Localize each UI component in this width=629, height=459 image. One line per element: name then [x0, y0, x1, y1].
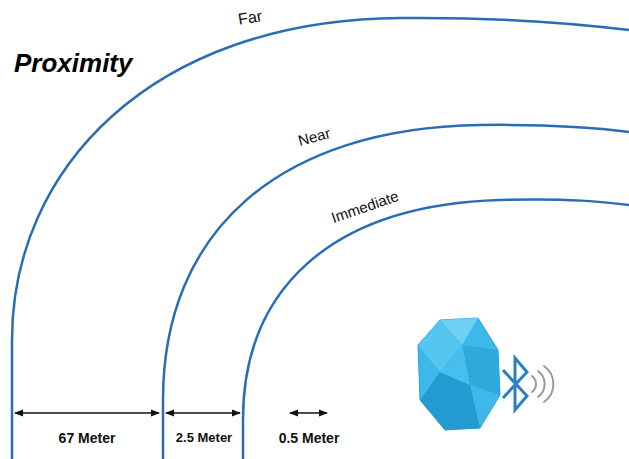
zone-label: Immediate: [329, 187, 401, 227]
zone-label: Near: [296, 124, 332, 150]
zone-label: Far: [237, 6, 264, 29]
dimension-label: 2.5 Meter: [176, 430, 232, 446]
near-zone-arc: [163, 125, 629, 459]
beacon-icon: [418, 318, 500, 430]
diagram-title: Proximity: [14, 48, 133, 79]
dimension-label: 0.5 Meter: [279, 430, 340, 447]
signal-waves: [532, 366, 553, 402]
dimension-arrow: [166, 412, 240, 413]
dimension-arrow: [290, 412, 327, 413]
far-zone-arc: [12, 18, 629, 459]
bluetooth-symbol: [503, 358, 527, 410]
dimension-label: 67 Meter: [59, 430, 116, 447]
immediate-zone-arc: [243, 199, 629, 459]
dimension-arrow: [15, 412, 159, 413]
